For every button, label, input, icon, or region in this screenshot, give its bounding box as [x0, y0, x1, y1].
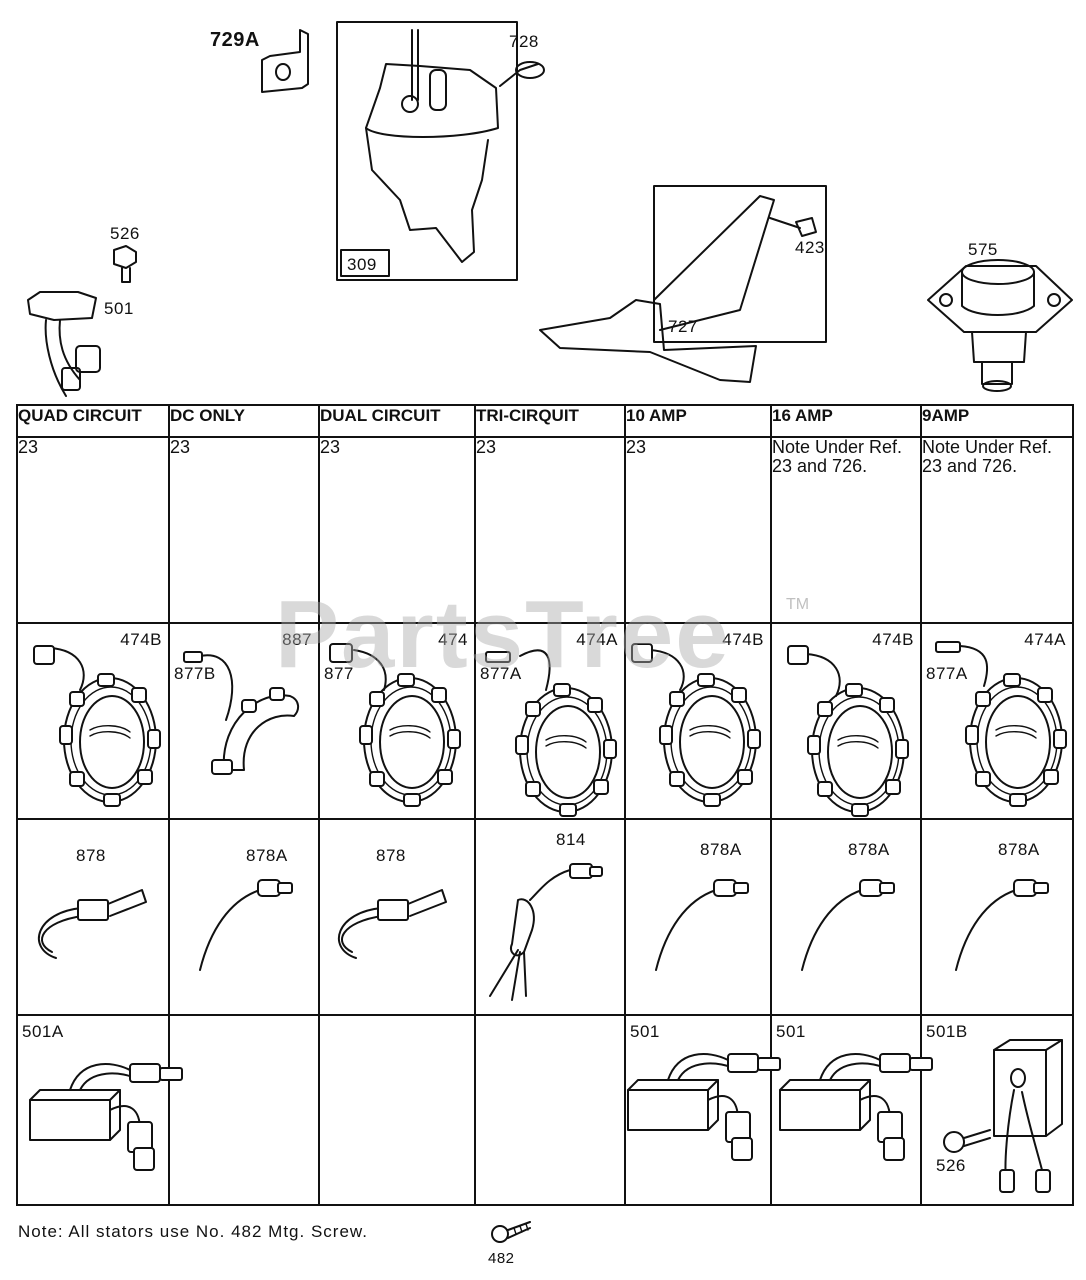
label-526-top: 526 [110, 224, 140, 243]
harness-cell: 878A [920, 818, 1074, 1016]
stator-cell: 474A 877A [920, 622, 1074, 820]
ref-cell: 23 [168, 436, 320, 624]
header-quad-circuit: QUAD CIRCUIT [16, 404, 170, 438]
module-cell [474, 1014, 626, 1206]
stator-connector-number: 877 [324, 664, 354, 683]
module-part-number: 501 [776, 1022, 806, 1041]
header-row: QUAD CIRCUIT DC ONLY DUAL CIRCUIT TRI-CI… [16, 404, 1074, 438]
harness-cell: 814 [474, 818, 626, 1016]
module-part-number: 501A [22, 1022, 64, 1041]
screw-482-label: 482 [488, 1250, 515, 1267]
ref-cell: 23 [624, 436, 772, 624]
module-cell [318, 1014, 476, 1206]
module-part-number: 501 [630, 1022, 660, 1041]
label-729a: 729A [210, 29, 260, 51]
watermark-tm: TM [786, 596, 810, 613]
screw-482-drawing [491, 1221, 531, 1243]
label-423: 423 [795, 238, 825, 257]
harness-cell: 878A [168, 818, 320, 1016]
header-9-amp: 9AMP [920, 404, 1074, 438]
stator-part-number: 474A [576, 630, 618, 649]
part-526-501-drawing [27, 245, 137, 397]
part-727-drawing [539, 185, 827, 383]
module-cell: 501 [624, 1014, 772, 1206]
harness-part-number: 878 [376, 846, 406, 865]
harness-cell: 878 [318, 818, 476, 1016]
module-cell [168, 1014, 320, 1206]
header-dc-only: DC ONLY [168, 404, 320, 438]
harness-cell: 878A [770, 818, 922, 1016]
label-501-top: 501 [104, 299, 134, 318]
harness-cell: 878A [624, 818, 772, 1016]
stator-cell: 474B [770, 622, 922, 820]
header-10-amp: 10 AMP [624, 404, 772, 438]
ref-cell: 23 [474, 436, 626, 624]
stator-part-number: 474 [438, 630, 468, 649]
stator-connector-number: 877A [480, 664, 522, 683]
ref-cell: 23 [318, 436, 476, 624]
stator-part-number: 474B [120, 630, 162, 649]
stator-connector-number: 877A [926, 664, 968, 683]
header-tri-circuit: TRI-CIRQUIT [474, 404, 626, 438]
part-575-drawing [927, 259, 1073, 392]
header-dual-circuit: DUAL CIRCUIT [318, 404, 476, 438]
stator-part-number: 474B [722, 630, 764, 649]
ref-cell: Note Under Ref. 23 and 726. [920, 436, 1074, 624]
harness-part-number: 814 [556, 830, 586, 849]
harness-part-number: 878A [700, 840, 742, 859]
label-728: 728 [509, 32, 539, 51]
top-parts-drawing [27, 21, 1073, 397]
harness-cell: 878 [16, 818, 170, 1016]
stator-part-number: 474B [872, 630, 914, 649]
module-row: 501A 501 501 501B 526 [16, 1014, 1074, 1206]
bracket-729a-drawing [261, 29, 309, 93]
module-part-number: 501B [926, 1022, 968, 1041]
stator-part-number: 474A [1024, 630, 1066, 649]
module-screw-number: 526 [936, 1156, 966, 1175]
parts-table: QUAD CIRCUIT DC ONLY DUAL CIRCUIT TRI-CI… [16, 404, 1074, 1206]
ref-cell: Note Under Ref. 23 and 726. [770, 436, 922, 624]
watermark: PartsTree [275, 581, 731, 688]
part-309-drawing [336, 21, 545, 281]
module-cell: 501A [16, 1014, 170, 1206]
harness-row: 878 878A 878 814 878A 878A 878A [16, 818, 1074, 1016]
harness-part-number: 878A [848, 840, 890, 859]
harness-part-number: 878 [76, 846, 106, 865]
label-727: 727 [668, 317, 698, 336]
stator-cell: 474B [16, 622, 170, 820]
ref-row: 23 23 23 23 23 Note Under Ref. 23 and 72… [16, 436, 1074, 624]
harness-part-number: 878A [998, 840, 1040, 859]
stator-part-number: 887 [282, 630, 312, 649]
module-cell: 501B 526 [920, 1014, 1074, 1206]
ref-cell: 23 [16, 436, 170, 624]
module-cell: 501 [770, 1014, 922, 1206]
label-575: 575 [968, 240, 998, 259]
harness-part-number: 878A [246, 846, 288, 865]
stator-connector-number: 877B [174, 664, 216, 683]
label-309: 309 [347, 255, 377, 274]
header-16-amp: 16 AMP [770, 404, 922, 438]
footer-note: Note: All stators use No. 482 Mtg. Screw… [18, 1222, 368, 1241]
